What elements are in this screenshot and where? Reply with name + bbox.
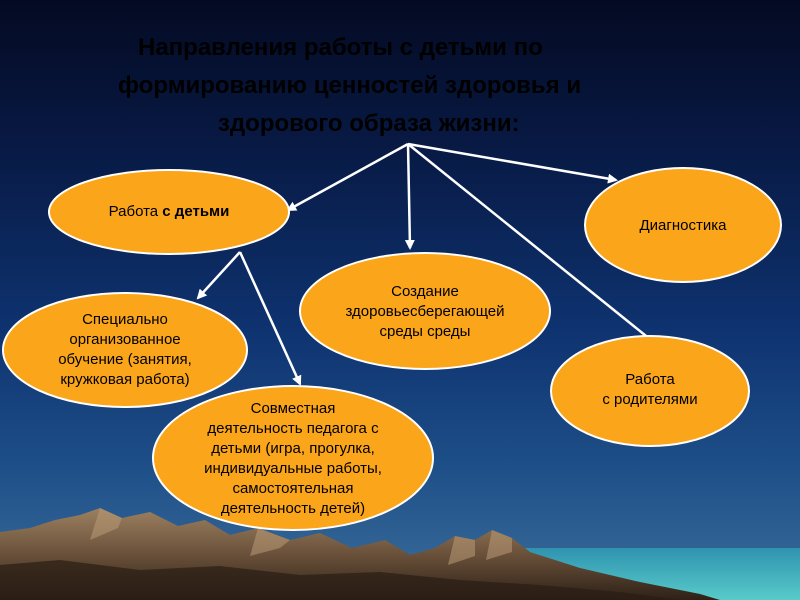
node-work-with-parents: Работа с родителями bbox=[552, 340, 748, 440]
arrow-to-environment bbox=[404, 143, 415, 250]
node-joint-activity-line: Совместная bbox=[250, 400, 336, 417]
node-work-with-parents-line: с родителями bbox=[602, 391, 698, 408]
arrow-to-diagnostics bbox=[407, 142, 618, 184]
ellipse-environment bbox=[299, 252, 551, 370]
node-work-with-children-label-bold: с детьми bbox=[162, 203, 230, 220]
node-health-environment-label: Создание здоровьесберегающей среды среды bbox=[345, 282, 504, 342]
node-organized-training-line: кружковая работа) bbox=[60, 371, 190, 388]
node-diagnostics: Диагностика bbox=[586, 170, 780, 282]
mountain-foreground bbox=[0, 560, 680, 600]
arrows bbox=[196, 142, 658, 386]
node-joint-activity-line: деятельность педагога с bbox=[207, 420, 379, 437]
node-joint-activity: Совместная деятельность педагога с детьм… bbox=[154, 388, 432, 530]
node-joint-activity-line: деятельность детей) bbox=[220, 500, 366, 517]
node-work-with-children-label: Работа с детьми bbox=[109, 202, 230, 222]
node-health-environment-line: среды среды bbox=[379, 323, 471, 340]
node-organized-training-line: обучение (занятия, bbox=[58, 351, 192, 368]
node-organized-training-line: Специально bbox=[82, 311, 168, 328]
node-health-environment-line: здоровьесберегающей bbox=[345, 303, 505, 320]
node-diagnostics-label: Диагностика bbox=[639, 217, 727, 234]
node-joint-activity-line: детьми (игра, прогулка, bbox=[211, 440, 375, 457]
node-health-environment: Создание здоровьесберегающей среды среды bbox=[300, 256, 550, 368]
node-joint-activity-line: индивидуальные работы, bbox=[204, 460, 382, 477]
node-organized-training: Специально организованное обучение (заня… bbox=[4, 294, 246, 406]
node-organized-training-line: организованное bbox=[69, 331, 181, 348]
node-joint-activity-label: Совместная деятельность педагога с детьм… bbox=[204, 399, 382, 519]
ellipse-joint bbox=[152, 385, 434, 531]
ellipse-parents bbox=[550, 335, 750, 447]
title-line-1: Направления работы с детьми по bbox=[138, 34, 543, 61]
ellipse-diagnostics bbox=[584, 167, 782, 283]
slide-title: Направления работы с детьми по формирова… bbox=[0, 28, 800, 148]
node-work-with-parents-label: Работа с родителями bbox=[602, 370, 697, 410]
node-health-environment-line: Создание bbox=[391, 283, 459, 300]
node-shapes bbox=[2, 167, 782, 531]
node-work-with-children-label-plain: Работа bbox=[108, 203, 163, 220]
arrow-to-training bbox=[196, 251, 241, 300]
title-line-2: формированию ценностей здоровья и bbox=[118, 72, 582, 99]
node-work-with-children: Работа с детьми bbox=[50, 180, 288, 244]
ellipse-training bbox=[2, 292, 248, 408]
arrow-to-children bbox=[286, 142, 409, 212]
node-organized-training-label: Специально организованное обучение (заня… bbox=[58, 310, 192, 390]
title-line-3: здорового образа жизни: bbox=[218, 110, 520, 137]
node-work-with-parents-line: Работа bbox=[625, 371, 675, 388]
ellipse-children bbox=[48, 169, 290, 255]
node-joint-activity-line: самостоятельная bbox=[232, 480, 354, 497]
arrow-to-joint bbox=[238, 251, 302, 386]
arrow-to-parents bbox=[407, 143, 658, 346]
